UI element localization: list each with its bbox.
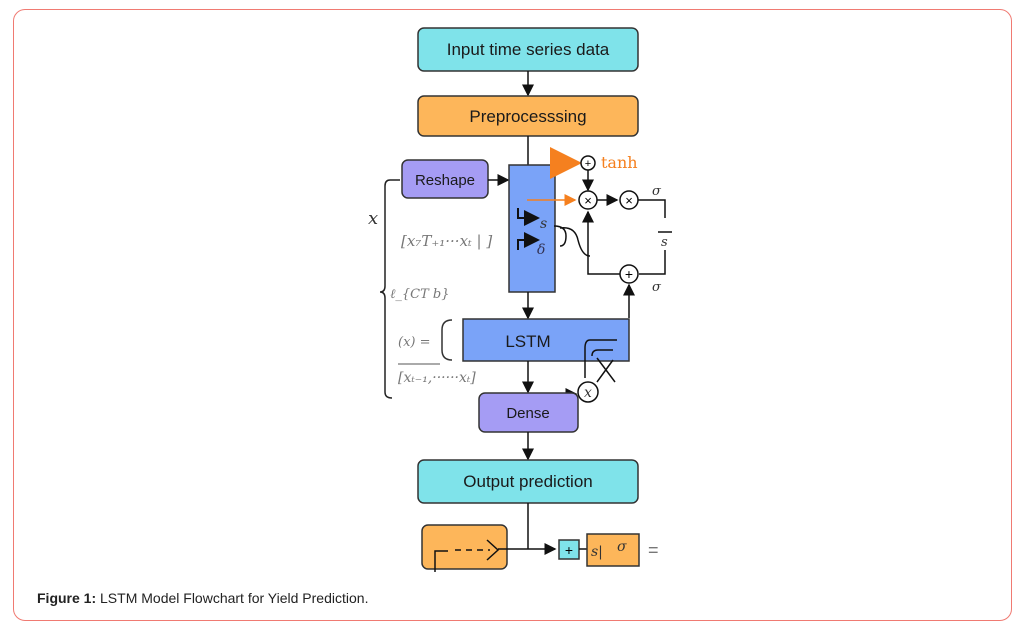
node-input: Input time series data — [417, 27, 639, 72]
annotation-s: s — [540, 216, 547, 232]
annotation-seq2: [xₜ₋₁,······xₜ] — [398, 370, 476, 386]
node-plus-box: + — [558, 539, 580, 560]
node-output: Output prediction — [417, 459, 639, 504]
annotation-lctb: ℓ_{CT b} — [390, 287, 450, 302]
bracket — [441, 319, 453, 361]
annotation-s-right: s — [661, 235, 668, 250]
plus-icon: + — [565, 542, 573, 558]
caption-text: LSTM Model Flowchart for Yield Predictio… — [96, 590, 369, 606]
result-s: s| — [591, 544, 603, 560]
annotation-seq1: [x₇T₊₁···xₜ | ] — [401, 232, 492, 250]
wiggle-connector — [553, 225, 591, 257]
times-icon: × — [625, 193, 633, 208]
line-right-top — [638, 199, 666, 218]
annotation-x-eq: (x) = — [398, 335, 431, 350]
brace — [379, 179, 400, 399]
node-input-label: Input time series data — [447, 40, 610, 59]
node-result-box: s| σ — [586, 533, 640, 567]
node-bottom-orange — [421, 524, 508, 572]
annotation-delta: δ — [537, 242, 545, 258]
times-icon: × — [584, 193, 592, 208]
node-preprocessing-label: Preprocesssing — [469, 107, 586, 126]
node-reshape: Reshape — [401, 159, 489, 199]
plus-icon: + — [625, 266, 633, 282]
equals-sign: = — [648, 540, 659, 560]
figure-frame — [13, 9, 1012, 621]
x-node-label: x — [584, 385, 592, 401]
node-lstm-label: LSTM — [505, 332, 550, 351]
annotation-sigma-top: σ — [652, 184, 662, 199]
result-sigma: σ — [617, 539, 627, 555]
node-lstm: LSTM — [462, 318, 630, 383]
plus-icon: + — [585, 158, 591, 170]
node-plus: + — [619, 264, 639, 284]
caption-label: Figure 1: — [37, 590, 97, 606]
node-plus-tanh: + — [580, 155, 596, 171]
node-preprocessing: Preprocesssing — [417, 95, 639, 137]
node-dense: Dense — [478, 392, 579, 433]
annotation-x: x — [368, 208, 378, 229]
node-x: x — [577, 381, 599, 403]
node-reshape-label: Reshape — [415, 172, 475, 189]
lstm-cell-block: s δ — [508, 164, 556, 293]
node-multiply-2: × — [619, 190, 639, 210]
line-right-bottom — [639, 250, 666, 275]
node-dense-label: Dense — [506, 405, 549, 422]
arrow-plus-to-mult1 — [582, 210, 620, 275]
annotation-tanh: tanh — [601, 153, 638, 172]
figure-caption: Figure 1: LSTM Model Flowchart for Yield… — [37, 590, 368, 606]
node-multiply-1: × — [578, 190, 598, 210]
node-output-label: Output prediction — [463, 472, 592, 491]
annotation-sigma-bottom: σ — [652, 280, 662, 295]
